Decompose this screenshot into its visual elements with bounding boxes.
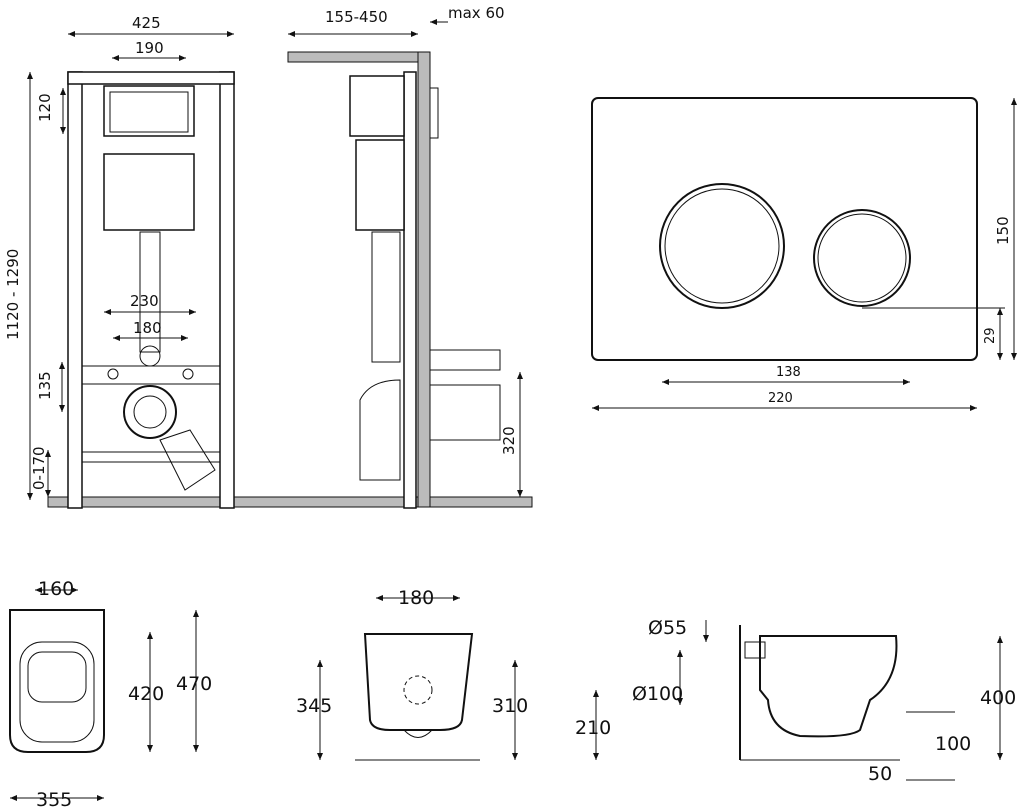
dim-210: 210 <box>575 717 611 739</box>
dim-180-rear: 180 <box>398 587 434 609</box>
bowl-top-view: 160 420 470 355 <box>9 578 212 809</box>
dim-29: 29 <box>983 327 998 344</box>
dim-420: 420 <box>128 683 164 705</box>
dim-160: 160 <box>38 578 74 600</box>
dim-155-450: 155-450 <box>325 8 388 26</box>
dim-470: 470 <box>176 673 212 695</box>
dim-120: 120 <box>36 93 54 122</box>
dim-400: 400 <box>980 687 1016 709</box>
dim-190: 190 <box>135 39 164 57</box>
dim-max-60: max 60 <box>448 4 505 22</box>
dim-230: 230 <box>130 292 159 310</box>
dim-150: 150 <box>994 216 1012 245</box>
dim-220: 220 <box>768 391 793 406</box>
bowl-rear-view: 180 345 310 <box>296 587 528 761</box>
dim-100-side: 100 <box>935 733 971 755</box>
flush-plate-view: 150 29 138 220 <box>591 97 1017 411</box>
dim-138: 138 <box>776 365 801 380</box>
frame-front-view: 425 190 120 1120 - 1290 230 180 135 0-17… <box>4 14 533 509</box>
dim-50: 50 <box>868 763 892 785</box>
dim-0-170: 0-170 <box>30 446 48 490</box>
dim-320: 320 <box>500 426 518 455</box>
dim-355: 355 <box>36 789 72 809</box>
dim-135: 135 <box>36 371 54 400</box>
dim-d100: Ø100 <box>632 683 683 705</box>
dim-425: 425 <box>132 14 161 32</box>
dim-345: 345 <box>296 695 332 717</box>
dim-310: 310 <box>492 695 528 717</box>
frame-side-view: 155-450 max 60 320 <box>287 4 523 509</box>
dim-180: 180 <box>133 319 162 337</box>
bowl-side-view: Ø55 Ø100 210 400 100 50 <box>575 617 1016 785</box>
dim-1120-1290: 1120 - 1290 <box>4 249 22 340</box>
dim-d55: Ø55 <box>648 617 687 639</box>
